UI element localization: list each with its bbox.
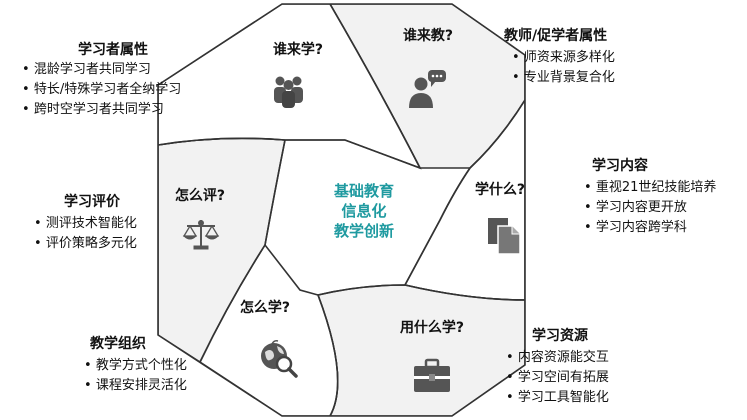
list-item: 跨时空学习者共同学习 xyxy=(22,100,181,120)
group-people-icon xyxy=(274,76,303,108)
question-who-teaches: 谁来教? xyxy=(403,27,453,44)
teaching-organization-label: 教学组织 教学方式个性化 课程安排灵活化 xyxy=(84,334,187,396)
list-item: 评价策略多元化 xyxy=(34,234,137,254)
question-how-to-evaluate: 怎么评? xyxy=(175,187,225,204)
list-item: 混龄学习者共同学习 xyxy=(22,60,181,80)
list-item: 内容资源能交互 xyxy=(506,348,609,368)
learning-content-list: 重视21世纪技能培养 学习内容更开放 学习内容跨学科 xyxy=(584,178,717,238)
list-item: 专业背景复合化 xyxy=(512,68,615,88)
question-what-to-use: 用什么学? xyxy=(400,319,464,336)
learning-content-label: 学习内容 重视21世纪技能培养 学习内容更开放 学习内容跨学科 xyxy=(584,156,716,238)
list-item: 师资来源多样化 xyxy=(512,48,615,68)
question-how-to-learn: 怎么学? xyxy=(240,299,290,316)
learning-resources-label: 学习资源 内容资源能交互 学习空间有拓展 学习工具智能化 xyxy=(506,326,609,408)
list-item: 测评技术智能化 xyxy=(34,214,137,234)
teacher-attributes-label: 教师/促学者属性 师资来源多样化 专业背景复合化 xyxy=(504,26,615,88)
list-item: 学习内容更开放 xyxy=(584,198,716,218)
learner-attributes-label: 学习者属性 混龄学习者共同学习 特长/特殊学习者全纳学习 跨时空学习者共同学习 xyxy=(22,40,181,120)
teacher-speech-icon xyxy=(409,70,446,108)
teaching-organization-list: 教学方式个性化 课程安排灵活化 xyxy=(84,356,187,396)
swirl-lines xyxy=(157,3,526,417)
list-item: 重视21世纪技能培养 xyxy=(584,178,717,198)
segment-what-to-use xyxy=(316,284,525,416)
list-item: 特长/特殊学习者全纳学习 xyxy=(22,80,181,100)
learning-resources-list: 内容资源能交互 学习空间有拓展 学习工具智能化 xyxy=(506,348,609,408)
globe-search-icon xyxy=(261,340,298,378)
center-title-line2: 信息化 xyxy=(341,202,386,220)
teacher-attributes-list: 师资来源多样化 专业背景复合化 xyxy=(504,48,615,88)
question-who-learns: 谁来学? xyxy=(273,41,323,58)
list-item: 学习空间有拓展 xyxy=(506,368,609,388)
learning-evaluation-list: 测评技术智能化 评价策略多元化 xyxy=(34,214,137,254)
teacher-attributes-title: 教师/促学者属性 xyxy=(504,28,608,44)
center-title-line3: 教学创新 xyxy=(333,222,394,240)
teaching-organization-title: 教学组织 xyxy=(90,336,146,352)
toolbox-icon xyxy=(414,358,450,392)
documents-icon xyxy=(488,218,521,255)
question-what-to-learn: 学什么? xyxy=(475,181,525,198)
list-item: 课程安排灵活化 xyxy=(84,376,187,396)
center-title-line1: 基础教育 xyxy=(333,182,394,200)
list-item: 学习工具智能化 xyxy=(506,388,609,408)
learner-attributes-list: 混龄学习者共同学习 特长/特殊学习者全纳学习 跨时空学习者共同学习 xyxy=(22,60,181,120)
learning-content-title: 学习内容 xyxy=(592,158,648,174)
learner-attributes-title: 学习者属性 xyxy=(78,42,148,58)
list-item: 教学方式个性化 xyxy=(84,356,187,376)
learning-resources-title: 学习资源 xyxy=(532,328,588,344)
learning-evaluation-title: 学习评价 xyxy=(64,194,120,210)
balance-scale-icon xyxy=(182,220,220,250)
list-item: 学习内容跨学科 xyxy=(584,218,716,238)
learning-evaluation-label: 学习评价 测评技术智能化 评价策略多元化 xyxy=(34,192,137,254)
